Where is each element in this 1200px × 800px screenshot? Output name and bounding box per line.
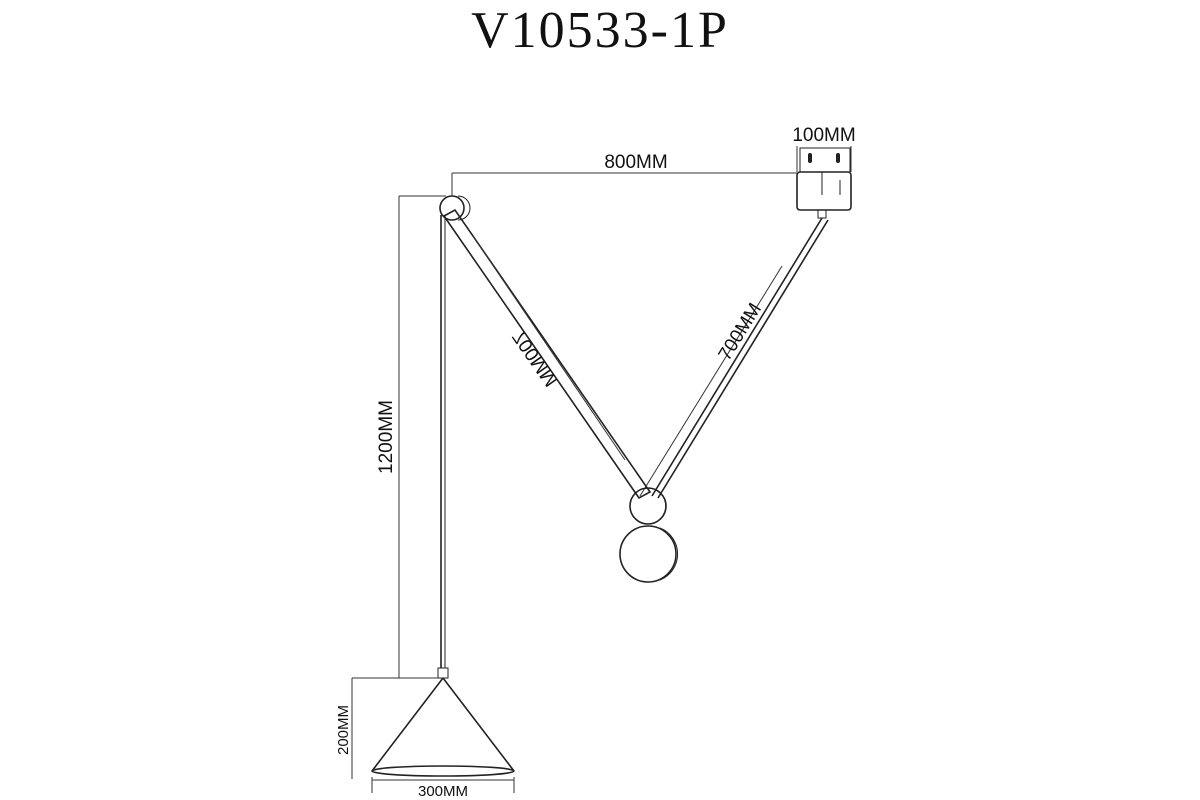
- left-arm: [442, 208, 652, 500]
- shade-diameter-label: 300MM: [418, 783, 468, 800]
- shade-height-label: 200MM: [335, 705, 352, 755]
- counterweight-disc: [619, 525, 679, 583]
- drop-cable: [437, 215, 449, 679]
- shade-height-dimension: [351, 677, 438, 779]
- right-arm: [639, 217, 829, 499]
- drop-height-dimension: [398, 195, 446, 679]
- top-span-label: 800MM: [604, 152, 667, 173]
- right-arm-label: 700MM: [715, 300, 766, 365]
- drop-height-label: 1200MM: [376, 400, 397, 474]
- cone-shade: [371, 677, 515, 777]
- ceiling-canopy: [796, 147, 852, 219]
- top-pivot-joint: [439, 195, 471, 221]
- shade-diameter-dimension: [371, 777, 515, 793]
- left-arm-label: 700MM: [509, 326, 563, 390]
- elbow-joint: [629, 487, 667, 525]
- top-span-dimension: 800MM: [451, 152, 797, 196]
- canopy-width-dimension: 100MM: [792, 125, 856, 172]
- canopy-width-label: 100MM: [792, 125, 855, 146]
- product-code-title: V10533-1P: [471, 2, 729, 59]
